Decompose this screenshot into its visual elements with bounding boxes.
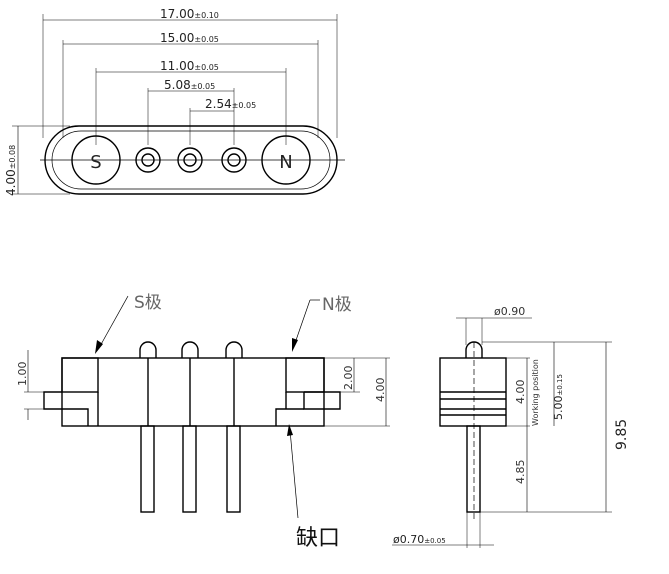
dim-working: 5.00±0.15: [552, 374, 565, 420]
pin-1-tip: [139, 341, 157, 358]
right-flange: [303, 391, 341, 410]
left-notch: [62, 408, 89, 426]
working-position-label: Working position: [531, 359, 540, 426]
pin-3-outer: [221, 147, 247, 173]
side-pin-tail: [466, 425, 481, 513]
dim-magnet-height: 2.00: [342, 366, 355, 391]
dim-body-height: 4.00: [374, 378, 387, 403]
notch-label: 缺口: [296, 526, 340, 551]
dim-pitch: 2.54±0.05: [205, 97, 256, 111]
pin-2-tail: [182, 425, 197, 513]
n-pole-leader: [293, 299, 311, 347]
n-magnet: [261, 135, 311, 185]
top-view: 17.00±0.10 15.00±0.05 11.00±0.05 5.08±0.…: [4, 7, 345, 196]
dim-total: 9.85: [614, 419, 630, 450]
pin-2-outer: [177, 147, 203, 173]
s-pole-label: S极: [134, 293, 162, 313]
s-pole-leader: [98, 295, 129, 349]
pin-1-outer: [135, 147, 161, 173]
s-pole-letter: S: [90, 152, 101, 173]
arrow-head: [95, 340, 103, 354]
pin-3-tail: [226, 425, 241, 513]
arrow-head: [287, 424, 293, 436]
s-magnet-section: [61, 357, 99, 393]
left-flange: [43, 391, 62, 410]
dim-pitch-double: 5.08±0.05: [164, 78, 215, 92]
n-pole-label: N极: [322, 295, 352, 315]
side-view: ø0.90 ø0.70±0.05 4.00 Working position 5…: [392, 305, 630, 548]
dim-side-body-height: 4.00: [514, 380, 527, 405]
n-magnet-section: [285, 357, 325, 393]
dim-inner-span: 11.00±0.05: [160, 59, 219, 73]
dim-overall: 17.00±0.10: [160, 7, 219, 21]
right-notch: [275, 408, 304, 426]
dim-tail: 4.85: [514, 460, 527, 485]
dim-outer-pin-span: 15.00±0.05: [160, 31, 219, 45]
pin-2-tip: [181, 341, 199, 358]
notch-leader: [289, 429, 299, 519]
n-pole-letter: N: [279, 152, 292, 173]
arrow-head: [292, 338, 298, 352]
dim-tip-diameter: ø0.90: [494, 305, 525, 318]
pin-3-inner: [227, 153, 241, 167]
pin-2-inner: [183, 153, 197, 167]
dim-notch-height: 1.00: [16, 362, 29, 387]
dim-height: 4.00±0.08: [4, 145, 18, 196]
front-body: [61, 357, 325, 427]
pin-3-tip: [225, 341, 243, 358]
pin-1-tail: [140, 425, 155, 513]
pin-1-inner: [141, 153, 155, 167]
dim-pin-diameter: ø0.70±0.05: [393, 533, 446, 546]
front-view: S极 N极 缺口 1.00: [16, 293, 390, 551]
s-magnet: [71, 135, 121, 185]
